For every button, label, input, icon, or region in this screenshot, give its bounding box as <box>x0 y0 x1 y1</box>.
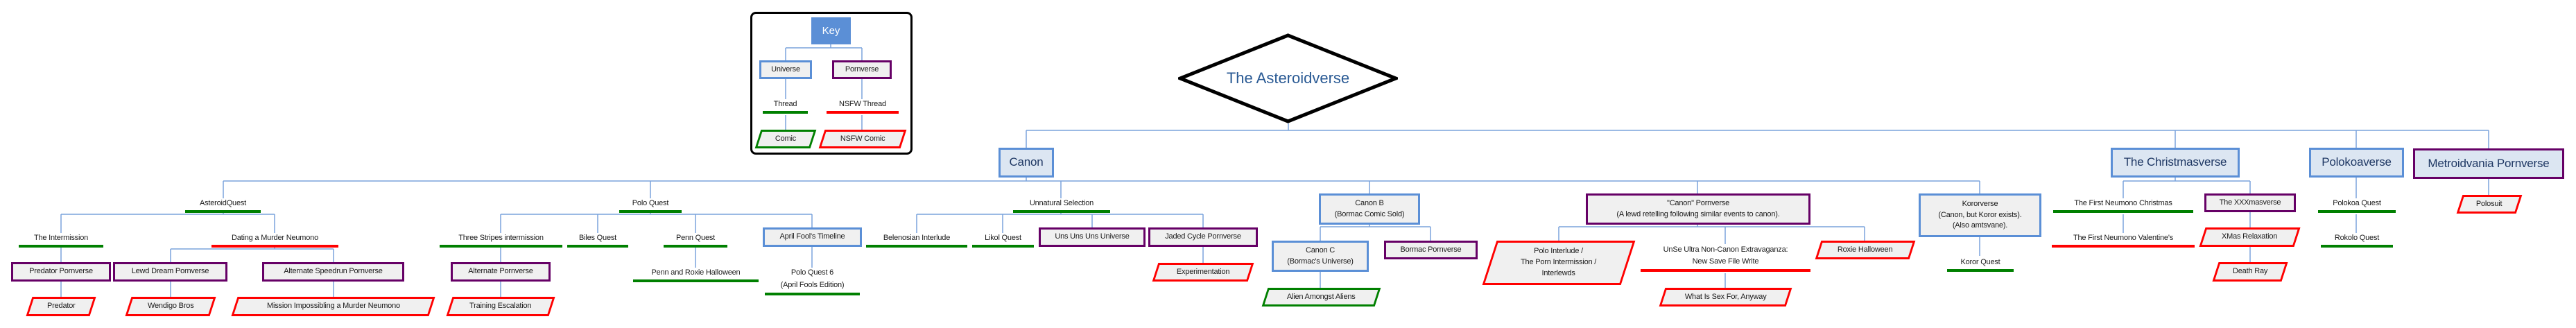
thread-penn-quest[interactable]: Penn Quest <box>664 233 727 248</box>
nsfw-thread-first-neumono-valentines[interactable]: The First Neumono Valentine's <box>2052 233 2195 248</box>
key-header: Key <box>811 17 851 44</box>
comic-alien-amongst-aliens[interactable]: Alien Amongst Aliens <box>1261 288 1381 307</box>
key-thread: Thread <box>763 99 808 114</box>
nsfw-comic-training-escalation[interactable]: Training Escalation <box>446 297 555 316</box>
pornverse-bormac[interactable]: Bormac Pornverse <box>1384 241 1478 259</box>
thread-biles-quest[interactable]: Biles Quest <box>567 233 628 248</box>
nsfw-comic-wendigo-bros[interactable]: Wendigo Bros <box>125 297 216 316</box>
universe-april-fools-timeline[interactable]: April Fool's Timeline <box>763 227 862 247</box>
pornverse-predator[interactable]: Predator Pornverse <box>11 262 111 282</box>
thread-penn-and-roxie-halloween[interactable]: Penn and Roxie Halloween <box>633 268 759 282</box>
nsfw-comic-death-ray[interactable]: Death Ray <box>2212 262 2288 282</box>
thread-belenosian-interlude[interactable]: Belenosian Interlude <box>866 233 967 248</box>
universe-canon-b[interactable]: Canon B (Bormac Comic Sold) <box>1319 193 1420 225</box>
nsfw-comic-polosuit[interactable]: Polosuit <box>2456 195 2523 214</box>
pornverse-jaded-cycle[interactable]: Jaded Cycle Pornverse <box>1148 227 1258 247</box>
key-nsfw-thread: NSFW Thread <box>827 99 899 114</box>
thread-polo-quest[interactable]: Polo Quest <box>619 198 682 213</box>
thread-polo-quest-6[interactable]: Polo Quest 6 (April Fools Edition) <box>765 266 860 295</box>
thread-polokoa-quest[interactable]: Polokoa Quest <box>2318 198 2396 213</box>
universe-canon-c[interactable]: Canon C (Bormac's Universe) <box>1272 241 1369 272</box>
title-diamond <box>1178 33 1398 123</box>
pornverse-xxxmasverse[interactable]: The XXXmasverse <box>2204 193 2296 212</box>
nsfw-comic-experimentation[interactable]: Experimentation <box>1152 263 1254 282</box>
pornverse-alternate-speedrun[interactable]: Alternate Speedrun Pornverse <box>262 262 404 282</box>
key-nsfw-comic: NSFW Comic <box>818 130 907 148</box>
nsfw-comic-predator[interactable]: Predator <box>26 297 96 316</box>
thread-three-stripes-intermission[interactable]: Three Stripes intermission <box>440 233 562 248</box>
nsfw-comic-roxie-halloween[interactable]: Roxie Halloween <box>1815 241 1916 259</box>
legend-key <box>750 12 913 155</box>
pornverse-canon[interactable]: "Canon" Pornverse (A lewd retelling foll… <box>1586 193 1810 225</box>
nsfw-thread-unse-extravaganza[interactable]: UnSe Ultra Non-Canon Extravaganza: New S… <box>1641 244 1810 272</box>
nsfw-thread-dating-murder-neumono[interactable]: Dating a Murder Neumono <box>211 233 338 248</box>
nsfw-comic-what-is-sex-for[interactable]: What Is Sex For, Anyway <box>1659 288 1792 307</box>
thread-likol-quest[interactable]: Likol Quest <box>972 233 1034 248</box>
pornverse-alternate[interactable]: Alternate Pornverse <box>451 262 551 282</box>
universe-christmasverse[interactable]: The Christmasverse <box>2111 148 2240 178</box>
nsfw-comic-polo-interlude[interactable]: Polo Interlude / The Porn Intermission /… <box>1482 241 1636 285</box>
page-title: The Asteroidverse <box>1226 69 1350 87</box>
pornverse-lewd-dream[interactable]: Lewd Dream Pornverse <box>113 262 227 282</box>
key-comic: Comic <box>754 130 817 148</box>
nsfw-comic-xmas-relaxation[interactable]: XMas Relaxation <box>2199 227 2301 247</box>
thread-unnatural-selection[interactable]: Unnatural Selection <box>1013 198 1110 213</box>
pornverse-uns-uns-uns[interactable]: Uns Uns Uns Universe <box>1039 227 1146 247</box>
thread-koror-quest[interactable]: Koror Quest <box>1947 257 2014 272</box>
universe-canon[interactable]: Canon <box>999 148 1054 178</box>
key-pornverse: Pornverse <box>832 60 892 79</box>
thread-first-neumono-christmas[interactable]: The First Neumono Christmas <box>2053 198 2193 213</box>
thread-asteroidquest[interactable]: AsteroidQuest <box>185 198 261 213</box>
pornverse-metroidvania[interactable]: Metroidvania Pornverse <box>2413 148 2564 179</box>
key-universe: Universe <box>759 60 812 79</box>
thread-rokolo-quest[interactable]: Rokolo Quest <box>2321 233 2393 248</box>
thread-the-intermission[interactable]: The Intermission <box>19 233 103 248</box>
universe-kororverse[interactable]: Kororverse (Canon, but Koror exists). (A… <box>1919 193 2041 237</box>
nsfw-comic-mission-impossibling[interactable]: Mission Impossibling a Murder Neumono <box>231 297 435 316</box>
universe-polokoaverse[interactable]: Polokoaverse <box>2309 148 2404 178</box>
